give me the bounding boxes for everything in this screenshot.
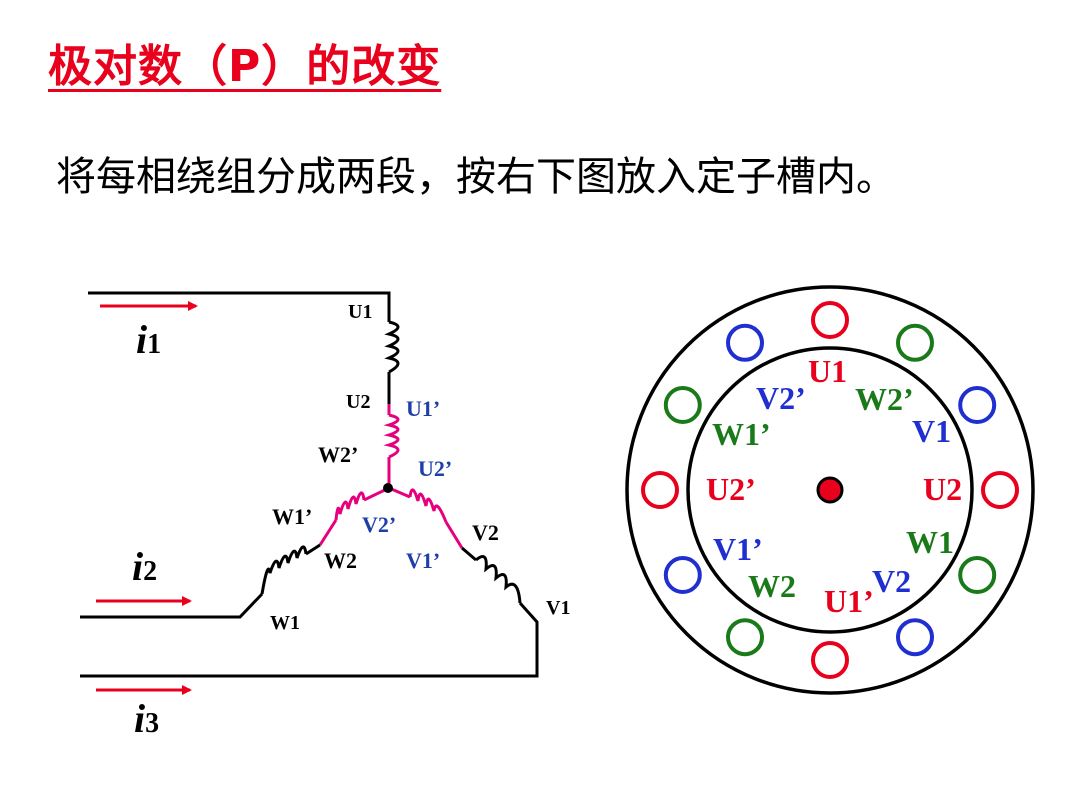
label-v2-prime: V2’	[362, 512, 396, 537]
page-title: 极对数（P）的改变	[48, 41, 442, 92]
stator-slots	[641, 301, 1019, 679]
stator-label-8: V1’	[713, 531, 763, 567]
stator-label-11: U1’	[824, 583, 874, 619]
label-u1: U1	[348, 301, 372, 323]
coil-v1p-v2	[408, 488, 448, 523]
label-v1: V1	[546, 597, 570, 619]
label-u2: U2	[346, 391, 370, 413]
slot-w-2	[896, 323, 934, 362]
current-label-1: i1	[136, 317, 161, 362]
circuit-wires	[80, 291, 539, 678]
coil-u1p-u2p	[383, 413, 400, 459]
label-w2: W2	[324, 548, 357, 573]
slot-v-6	[896, 618, 934, 657]
coil-w1p-v2p	[334, 491, 366, 521]
slot-w-8	[726, 618, 764, 657]
slot-v-12	[726, 323, 764, 362]
stator-label-6: U2’	[706, 471, 756, 507]
current-label-2: i2	[132, 544, 157, 589]
label-v2: V2	[472, 520, 499, 545]
slot-u-1	[811, 301, 849, 339]
label-w2-prime: W2’	[318, 442, 358, 467]
stator-label-3: W2’	[855, 381, 914, 417]
black-leads	[305, 543, 477, 562]
slot-w-5	[958, 556, 997, 594]
pink-leads	[318, 404, 464, 549]
stator-label-10: W2	[748, 568, 796, 604]
slot-u-7	[811, 641, 849, 679]
terminal-labels: U1 U2 U1’ W2’ U2’ W1’ V2’ V2 W2 V1’ W1 V…	[270, 301, 570, 634]
label-u1-prime: U1’	[406, 396, 440, 421]
wire-line-3	[80, 601, 539, 678]
stator-label-5: V1	[912, 413, 951, 449]
stator-outer-ring	[625, 285, 1035, 695]
wire-line-2	[80, 592, 264, 619]
stator-label-7: U2	[923, 471, 962, 507]
wire-line-1	[88, 291, 391, 322]
current-label-3: i3	[134, 696, 159, 741]
stator-label-12: V2	[872, 563, 911, 599]
label-w1: W1	[270, 612, 300, 634]
stator-label-4: W1’	[712, 416, 771, 452]
label-u2-prime: U2’	[418, 456, 452, 481]
label-w1-prime: W1’	[272, 504, 312, 529]
coil-v2-v1	[475, 555, 522, 604]
stator-label-1: U1	[808, 353, 847, 389]
stator-label-9: W1	[906, 524, 954, 560]
slot-u-10	[641, 471, 679, 509]
stator-inner-ring	[686, 346, 974, 634]
slot-w-11	[663, 386, 702, 424]
slot-v-3	[958, 386, 997, 424]
stator-label-2: V2’	[756, 380, 806, 416]
slot-u-4	[981, 471, 1019, 509]
coil-u1-u2	[384, 320, 400, 374]
coil-w2-w1	[260, 545, 308, 595]
rotor-center-dot	[816, 476, 844, 504]
neutral-node	[383, 483, 393, 493]
slot-v-9	[663, 556, 702, 594]
label-v1-prime: V1’	[406, 548, 440, 573]
instruction-text: 将每相绕组分成两段，按右下图放入定子槽内。	[56, 154, 896, 200]
